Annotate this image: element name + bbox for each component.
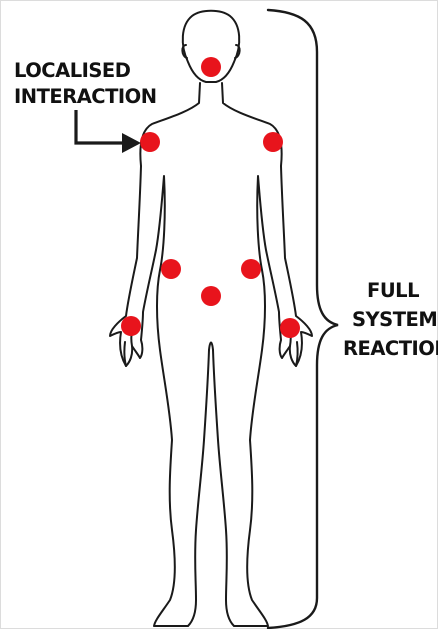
crotch-line bbox=[209, 343, 213, 351]
label-system: SYSTEM bbox=[352, 308, 437, 331]
point-left-hand bbox=[121, 316, 141, 336]
localised-interaction-label: LOCALISED INTERACTION bbox=[14, 59, 157, 108]
point-right-hand bbox=[280, 318, 300, 338]
point-right-hip bbox=[241, 259, 261, 279]
point-right-shoulder bbox=[263, 132, 283, 152]
label-full: FULL bbox=[367, 279, 419, 302]
full-system-reaction-label: FULL SYSTEM REACTION bbox=[343, 279, 438, 360]
label-interaction: INTERACTION bbox=[14, 85, 157, 108]
point-left-shoulder bbox=[140, 132, 160, 152]
label-localised: LOCALISED bbox=[14, 59, 131, 82]
point-mouth bbox=[201, 57, 221, 77]
point-left-hip bbox=[161, 259, 181, 279]
label-reaction: REACTION bbox=[343, 337, 438, 360]
point-abdomen bbox=[201, 286, 221, 306]
right-arrow-icon bbox=[76, 110, 141, 153]
